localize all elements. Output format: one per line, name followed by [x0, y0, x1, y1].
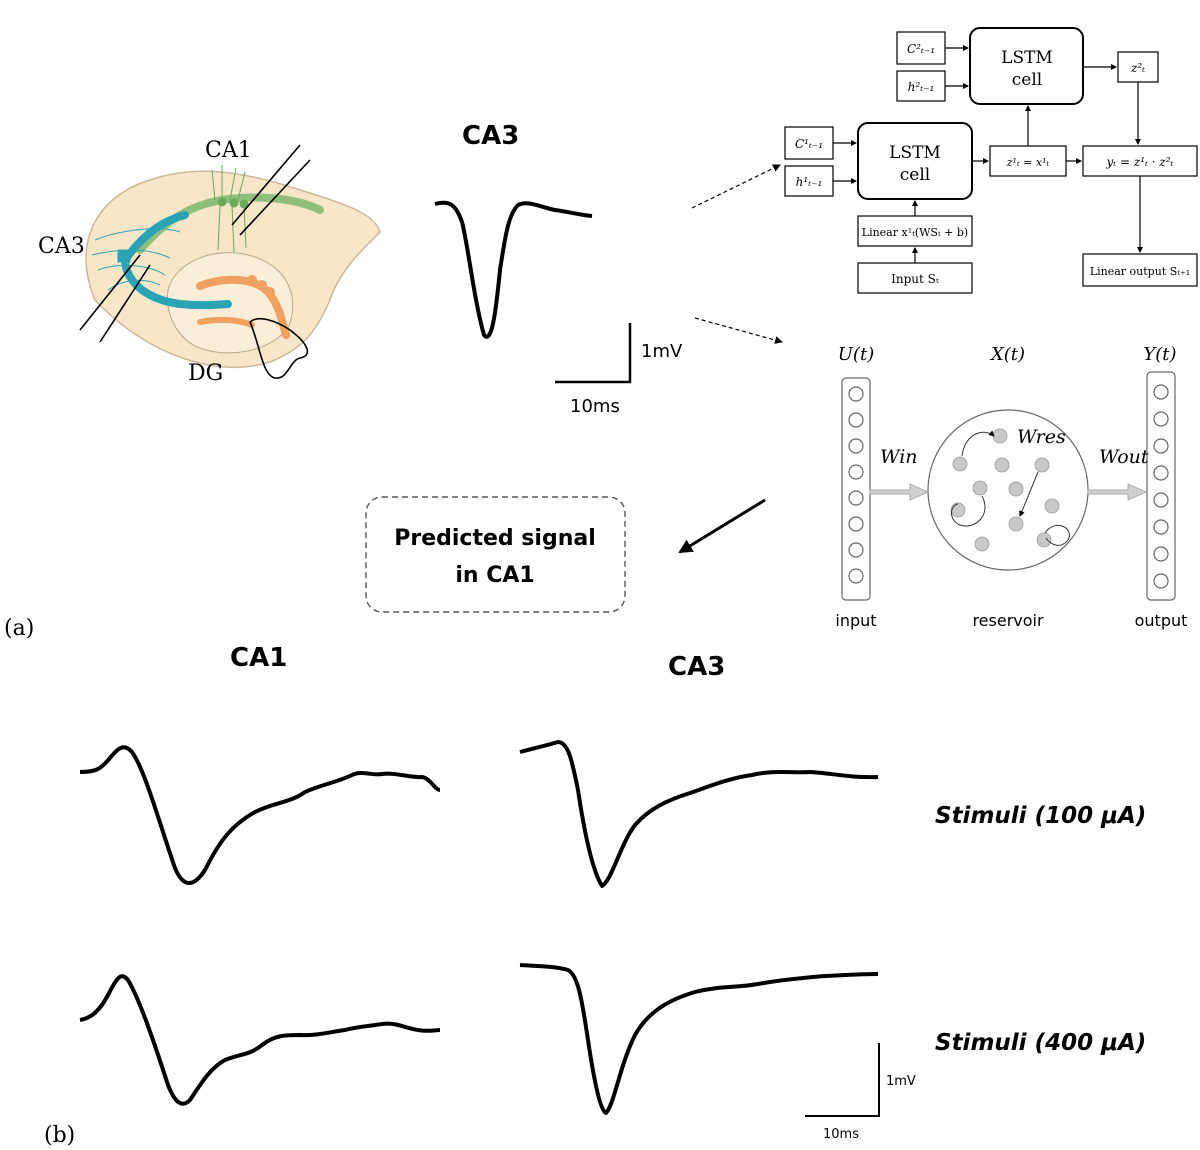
- esn-u-label: U(t): [838, 344, 874, 365]
- trace-ca3-100ua: [519, 740, 879, 888]
- predicted-signal-line1: Predicted signal: [394, 526, 596, 551]
- lstm-h1-label: h¹ₜ₋₁: [796, 175, 823, 189]
- arrow-to-esn: [694, 317, 783, 344]
- esn-reservoir-links: [951, 430, 1070, 546]
- esn-diagram: U(t) X(t) Y(t): [835, 344, 1187, 630]
- ca3-fibers: [91, 228, 181, 291]
- lstm-c2-label: C²ₜ₋₁: [907, 42, 935, 56]
- col-header-ca1: CA1: [230, 643, 287, 673]
- row1-stimulus-label: Stimuli (100 μA): [935, 803, 1146, 829]
- lstm-connectors: [833, 45, 1143, 263]
- esn-wres-label: Wres: [1017, 426, 1066, 448]
- esn-reservoir-nodes: [950, 428, 1060, 552]
- panel-a-label: (a): [4, 616, 34, 641]
- lstm-linear-in-box: [857, 215, 973, 247]
- row2-stimulus-label: Stimuli (400 μA): [935, 1030, 1146, 1056]
- esn-reservoir-caption: reservoir: [972, 611, 1044, 630]
- predicted-signal-line2: in CA1: [455, 563, 534, 588]
- trace-ca3-400ua: [519, 963, 879, 1115]
- lstm-z2-box: [1117, 51, 1159, 83]
- esn-x-label: X(t): [989, 344, 1025, 365]
- lstm-linear-out-box: [1082, 253, 1198, 287]
- panel-a: CA1 CA3 DG CA3 1mV 10ms C²ₜ₋₁ h²ₜ₋₁ LSTM…: [4, 27, 1198, 641]
- lstm-cell-top-line2: cell: [1012, 70, 1042, 90]
- arrow-to-prediction: [678, 498, 766, 554]
- lstm-c1-box: [784, 126, 834, 160]
- lstm-yt-box: [1082, 145, 1198, 177]
- lstm-cell-top-line1: LSTM: [1001, 48, 1053, 68]
- scale-bar-b: 1mV 10ms: [805, 1043, 916, 1142]
- ca1-neurons: [211, 165, 249, 253]
- ca3-trace-title: CA3: [462, 121, 519, 151]
- electrodes: [79, 144, 311, 379]
- esn-wout-arrow: [1087, 483, 1148, 501]
- esn-win-label: Win: [880, 446, 918, 468]
- predicted-signal-box: [365, 496, 626, 613]
- lstm-linear-out-label: Linear output Sₜ₊₁: [1090, 265, 1190, 278]
- lstm-c2-box: [896, 31, 946, 65]
- lstm-cell-top: [969, 27, 1084, 105]
- panel-b-label: (b): [44, 1123, 75, 1148]
- scale-bar-b-time: 10ms: [823, 1127, 859, 1142]
- lstm-z1-label: z¹ₜ = x¹ₜ: [1006, 156, 1050, 169]
- esn-input-layer: [841, 377, 871, 601]
- lstm-yt-label: yₜ = z¹ₜ · z²ₜ: [1105, 155, 1173, 169]
- lstm-input-label: Input Sₜ: [891, 272, 939, 286]
- scale-bar-a-time: 10ms: [570, 396, 620, 417]
- esn-input-caption: input: [835, 611, 876, 630]
- ca1-region-label: CA1: [205, 138, 252, 163]
- ca3-signal-trace: [434, 200, 593, 339]
- trace-ca1-400ua: [79, 974, 441, 1106]
- lstm-input-box: [857, 262, 973, 294]
- lstm-cell-bottom-line2: cell: [900, 165, 930, 185]
- esn-win-arrow: [869, 483, 930, 501]
- panel-b: CA1 CA3 Stimuli (100 μA) Stimuli (400 μA…: [44, 643, 1146, 1148]
- lstm-c1-label: C¹ₜ₋₁: [795, 137, 823, 151]
- ca3-region-label: CA3: [38, 234, 85, 259]
- lstm-diagram: C²ₜ₋₁ h²ₜ₋₁ LSTM cell z²ₜ C¹ₜ₋₁ h¹ₜ₋₁ LS…: [784, 27, 1198, 294]
- esn-wout-label: Wout: [1099, 446, 1149, 468]
- esn-input-units: [848, 386, 864, 584]
- lstm-h1-box: [784, 165, 834, 197]
- lstm-h2-box: [896, 70, 946, 102]
- esn-output-layer: [1146, 371, 1176, 601]
- dg-cells: [247, 275, 275, 297]
- hippocampus-illustration: CA1 CA3 DG: [38, 138, 381, 386]
- esn-output-caption: output: [1135, 611, 1188, 630]
- arrow-to-lstm: [691, 164, 781, 209]
- lstm-h2-label: h²ₜ₋₁: [908, 80, 935, 94]
- lstm-cell-bottom-line1: LSTM: [889, 143, 941, 163]
- scale-bar-a-voltage: 1mV: [641, 341, 683, 362]
- esn-y-label: Y(t): [1143, 344, 1176, 365]
- lstm-linear-in-label: Linear x¹ₜ(WSₜ + b): [862, 226, 968, 239]
- dg-pathway-lower: [197, 316, 255, 328]
- scale-bar-b-voltage: 1mV: [886, 1074, 916, 1089]
- trace-ca1-100ua: [79, 745, 441, 885]
- lstm-z1-box: [989, 145, 1067, 177]
- scale-bar-a: 1mV 10ms: [555, 323, 683, 417]
- col-header-ca3: CA3: [668, 652, 725, 682]
- esn-output-units: [1153, 384, 1169, 589]
- dg-region-label: DG: [188, 361, 223, 386]
- lstm-z2-label: z²ₜ: [1130, 61, 1145, 75]
